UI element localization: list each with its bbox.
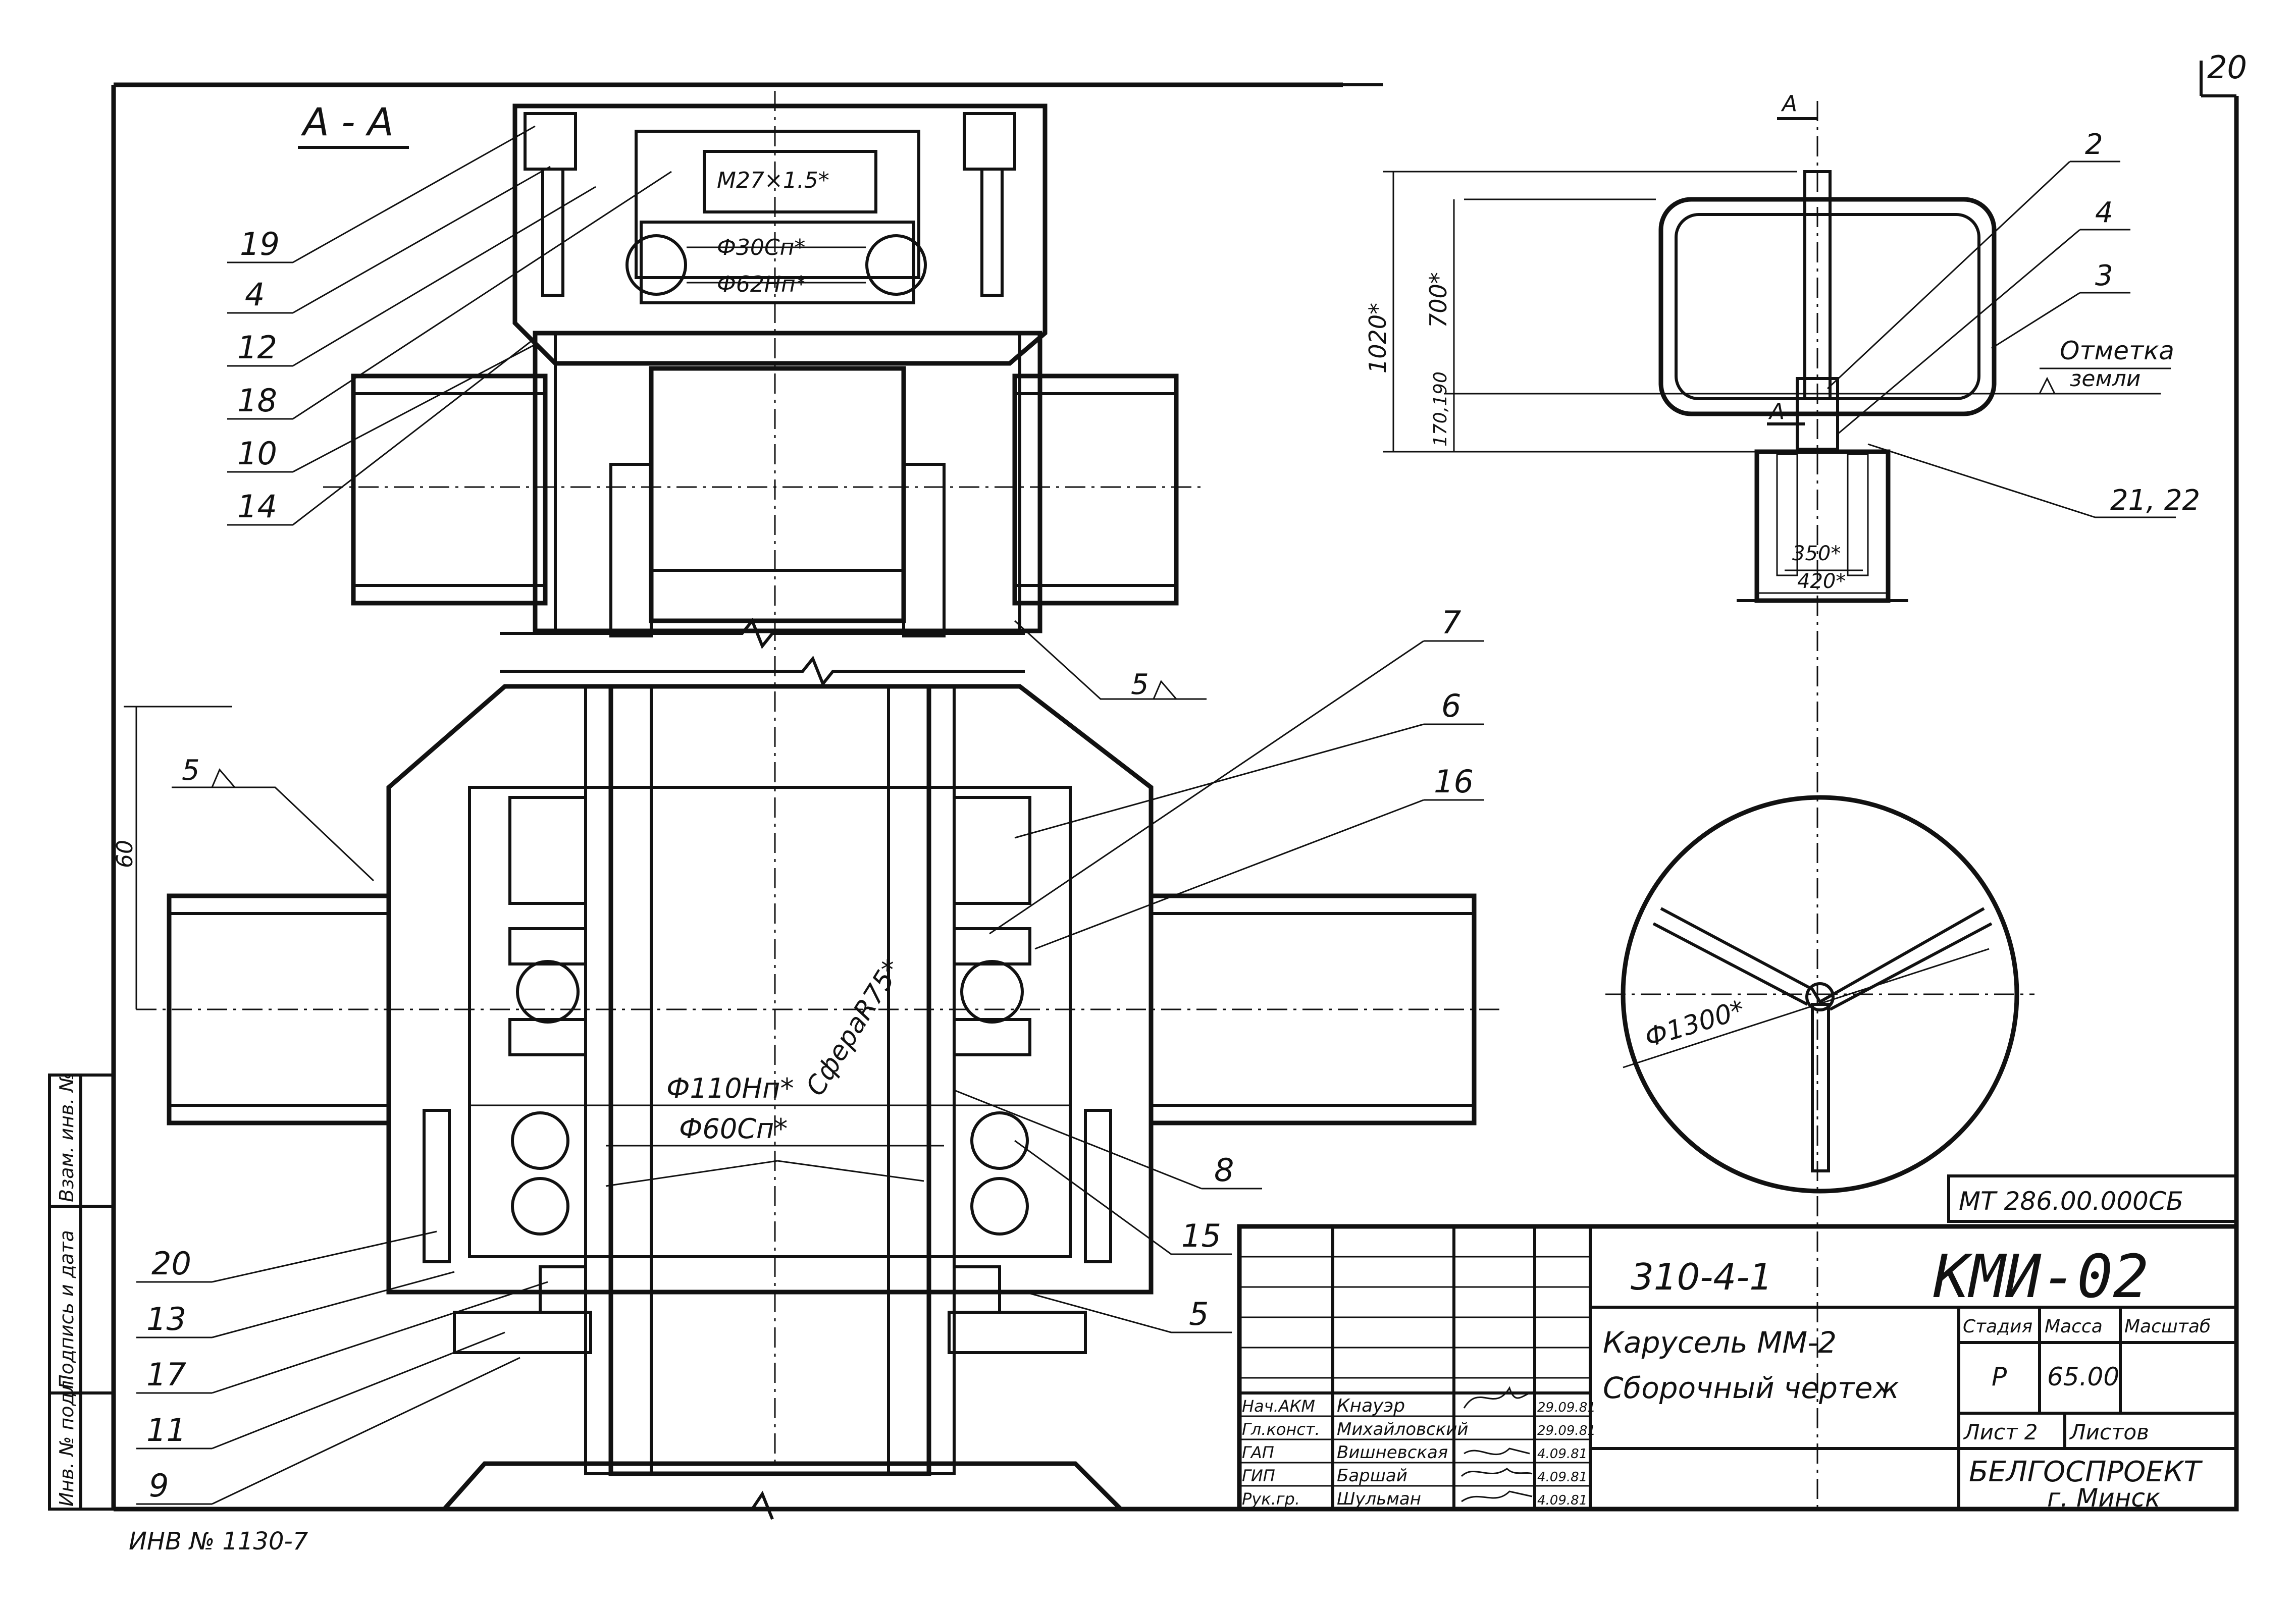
sheet-label: Лист 2 [1963,1420,2038,1444]
callout-14: 14 [237,488,277,525]
view-mark-top: А [1781,91,1797,117]
callout-17: 17 [146,1356,186,1393]
name-1: Кнауэр [1337,1396,1405,1416]
ground-mark-2: земли [2070,366,2141,392]
drawing-name-2: Сборочный чертеж [1603,1371,1899,1405]
role-2: Гл.конст. [1242,1420,1320,1439]
callouts-left: 19 4 12 18 10 14 20 13 17 11 9 [136,125,672,1505]
callout-4: 4 [245,276,265,313]
signature-scribble [1464,1447,1530,1455]
role-5: Рук.гр. [1242,1489,1300,1509]
signature-rows: Нач.АКМ Кнауэр 29.09.81 Гл.конст. Михайл… [1242,1386,1596,1509]
mass-value: 65.00 [2047,1362,2119,1391]
callout-18: 18 [237,382,277,419]
dim-h60: 60 [112,840,138,868]
date-3: 4.09.81 [1537,1446,1587,1462]
callout-10: 10 [237,435,277,472]
callout-12: 12 [237,329,277,366]
dim-w420: 420* [1797,570,1846,593]
role-4: ГИП [1242,1466,1275,1485]
name-3: Вишневская [1337,1442,1448,1463]
callout-19: 19 [240,226,280,262]
role-3: ГАП [1242,1443,1274,1462]
callout-11: 11 [146,1412,186,1449]
callout-9: 9 [149,1467,169,1504]
role-1: Нач.АКМ [1242,1397,1315,1416]
city: г. Минск [2047,1483,2160,1513]
dim-d60: Ф60Сп* [679,1113,788,1145]
plan-view: Ф1300* [1605,795,2034,1194]
callout-13: 13 [146,1301,186,1337]
signature-scribble [1460,1468,1533,1477]
col-mass: Масса [2045,1316,2103,1337]
thread-dim: М27×1.5* [717,168,829,193]
date-4: 4.09.81 [1537,1470,1587,1485]
callout-8: 8 [1214,1152,1234,1189]
dim-d62: Ф62Нп* [717,272,807,297]
date-5: 4.09.81 [1537,1493,1587,1508]
dim-h170: 170,190 [1430,371,1451,447]
name-5: Шульман [1337,1489,1421,1509]
callout-20: 20 [151,1245,191,1282]
section-view: А - А М27×1.5* Ф30Сп* Ф62Нп* [112,91,1499,1520]
stage-value: Р [1992,1362,2007,1391]
weld-mark-left: 5 [182,754,200,787]
view-mark-bottom: А [1768,399,1785,424]
callouts-right: 7 6 16 8 15 5 [954,604,1484,1333]
callout-16: 16 [1434,763,1474,800]
title-block [1237,1224,2239,1512]
callout-15: 15 [1181,1217,1221,1254]
sheets-label: Листов [2069,1420,2149,1444]
section-title: А - А [300,99,394,144]
callout-top-2: 2 [2085,128,2103,161]
dim-w350: 350* [1792,542,1841,565]
date-1: 29.09.81 [1537,1400,1596,1415]
dim-d110: Ф110Нп* [666,1072,794,1104]
stamp-replace-label: Взам. инв. № [56,1072,78,1202]
doc-code: МТ 286.00.000СБ [1959,1187,2183,1216]
signature-scribble [1461,1490,1533,1503]
stamp-sign-label: Подпись и дата [56,1230,78,1389]
name-4: Баршай [1337,1466,1407,1486]
weld-mark-top: 5 [1131,668,1149,701]
dim-sphere: СфераR75* [800,954,908,1101]
callout-5: 5 [1189,1296,1209,1332]
callout-6: 6 [1441,687,1461,724]
inventory-note: ИНВ № 1130-7 [129,1527,308,1556]
stamp-inv-label: Инв. № подл. [56,1374,78,1507]
side-stamp [48,1074,115,1511]
organization: БЕЛГОСПРОЕКТ [1969,1456,2203,1488]
signature-scribble [1463,1386,1530,1409]
name-2: Михайловский [1337,1419,1468,1439]
col-scale: Масштаб [2124,1316,2211,1337]
callout-top-3: 3 [2095,259,2113,292]
date-2: 29.09.81 [1537,1423,1596,1438]
elevation-view: 1020* 700* 170,190 350* 420* А А Отметка… [1364,91,2200,1514]
series-code: 310-4-1 [1631,1256,1772,1298]
callout-7: 7 [1441,604,1461,641]
callout-top-4: 4 [2095,196,2113,229]
callout-top-21-22: 21, 22 [2110,484,2200,517]
page-number: 20 [2207,49,2247,86]
dim-h1020: 1020* [1364,303,1391,373]
ground-mark-1: Отметка [2060,336,2174,365]
col-stage: Стадия [1963,1316,2032,1337]
drawing-name-1: Карусель ММ-2 [1603,1325,1837,1360]
dim-h700: 700* [1425,272,1452,328]
sheet-code: КМИ-02 [1933,1242,2149,1311]
